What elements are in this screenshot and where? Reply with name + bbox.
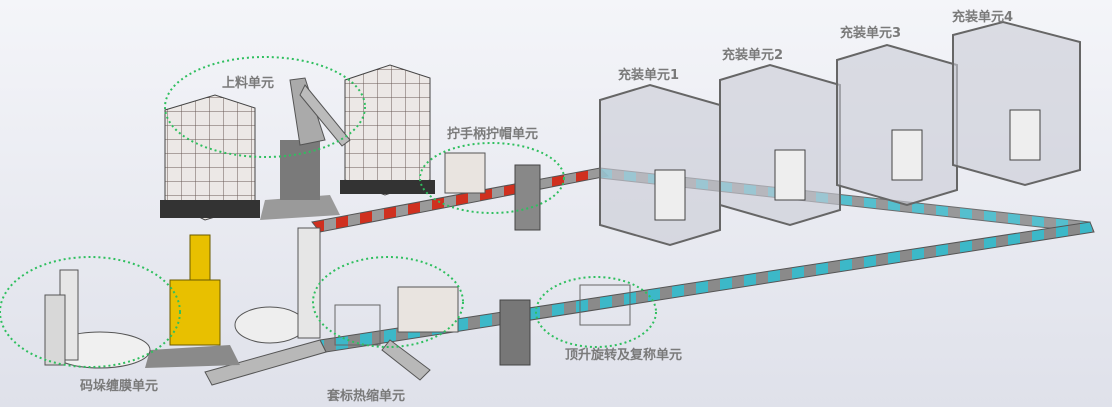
- label-loading-unit: 上料单元: [222, 76, 275, 91]
- label-labeling-unit: 套标热缩单元: [327, 389, 406, 404]
- pallet-stack-right: [340, 64, 435, 196]
- label-capping-unit: 拧手柄拧帽单元: [447, 127, 539, 142]
- label-filling-unit-2: 充装单元2: [722, 48, 784, 63]
- filling-unit-2: [719, 63, 841, 227]
- filling-unit-4: [952, 20, 1081, 187]
- pallet-stack-left: [160, 94, 260, 221]
- label-lifting-unit: 顶升旋转及复称单元: [565, 348, 683, 363]
- capping-unit-outline: [419, 142, 565, 214]
- capping-station: [444, 152, 541, 231]
- label-palletizing-unit: 码垛缠膜单元: [80, 379, 159, 394]
- loading-robot: [260, 77, 351, 220]
- loading-unit-outline: [164, 56, 366, 158]
- palletizing-unit-outline: [0, 256, 181, 368]
- palletizing-robot: [145, 234, 240, 368]
- filling-unit-3: [836, 43, 958, 207]
- wrapping-machine-2: [234, 227, 321, 344]
- labeling-station: [334, 286, 459, 346]
- lifting-unit-outline: [535, 276, 657, 348]
- label-filling-unit-4: 充装单元4: [952, 10, 1014, 25]
- label-filling-unit-3: 充装单元3: [840, 26, 902, 41]
- label-filling-unit-1: 充装单元1: [618, 68, 680, 83]
- lifting-station: [499, 284, 631, 366]
- wrapping-machine: [44, 269, 151, 369]
- labeling-unit-outline: [312, 256, 464, 348]
- filling-unit-1: [599, 83, 721, 247]
